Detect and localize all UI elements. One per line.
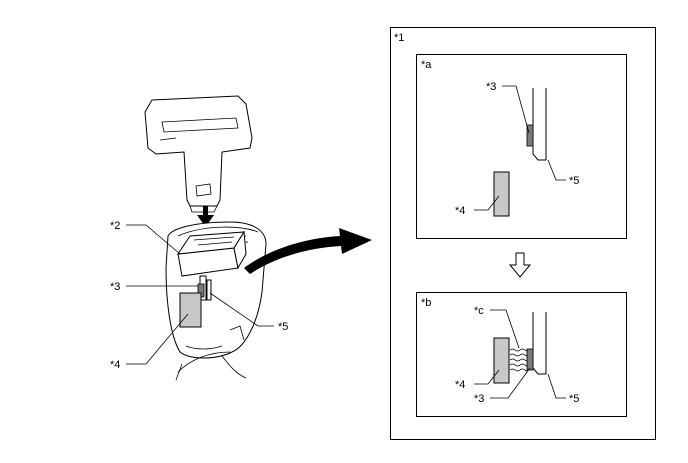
view-b-label: *b [421,297,431,309]
callout-2: *2 [110,220,120,232]
view-b-callout-c: *c [474,305,484,317]
hollow-down-arrow-icon [508,252,532,278]
view-b-callout-5: *5 [569,393,579,405]
view-a: *a *3 *5 *4 [416,54,627,239]
view-b: *b *c *4 *3 *5 [416,292,627,417]
left-illustration: *2 *3 *4 *5 [110,95,372,381]
sensor-block [179,292,202,328]
down-arrow-icon [197,206,214,227]
tongue-plate [144,95,253,213]
buckle-cover [176,230,247,277]
view-a-callout-5: *5 [569,175,579,187]
callout-3: *3 [110,281,120,293]
view-b-callout-3: *3 [474,393,484,405]
magnet-part [526,348,534,371]
sensor-block [493,171,510,217]
wavy-gap-icon [509,348,528,372]
callout-5: *5 [278,321,288,333]
curved-arrow-icon [244,228,372,274]
detail-panel-label: *1 [394,32,404,44]
detail-panel: *1 *a *3 *5 *4 *b [390,27,656,440]
magnet-part [526,124,534,147]
sensor-block [493,337,510,384]
callout-4: *4 [110,359,120,371]
view-a-label: *a [421,59,432,71]
view-a-callout-3: *3 [486,81,496,93]
view-a-callout-4: *4 [455,205,465,217]
view-b-callout-4: *4 [455,379,465,391]
